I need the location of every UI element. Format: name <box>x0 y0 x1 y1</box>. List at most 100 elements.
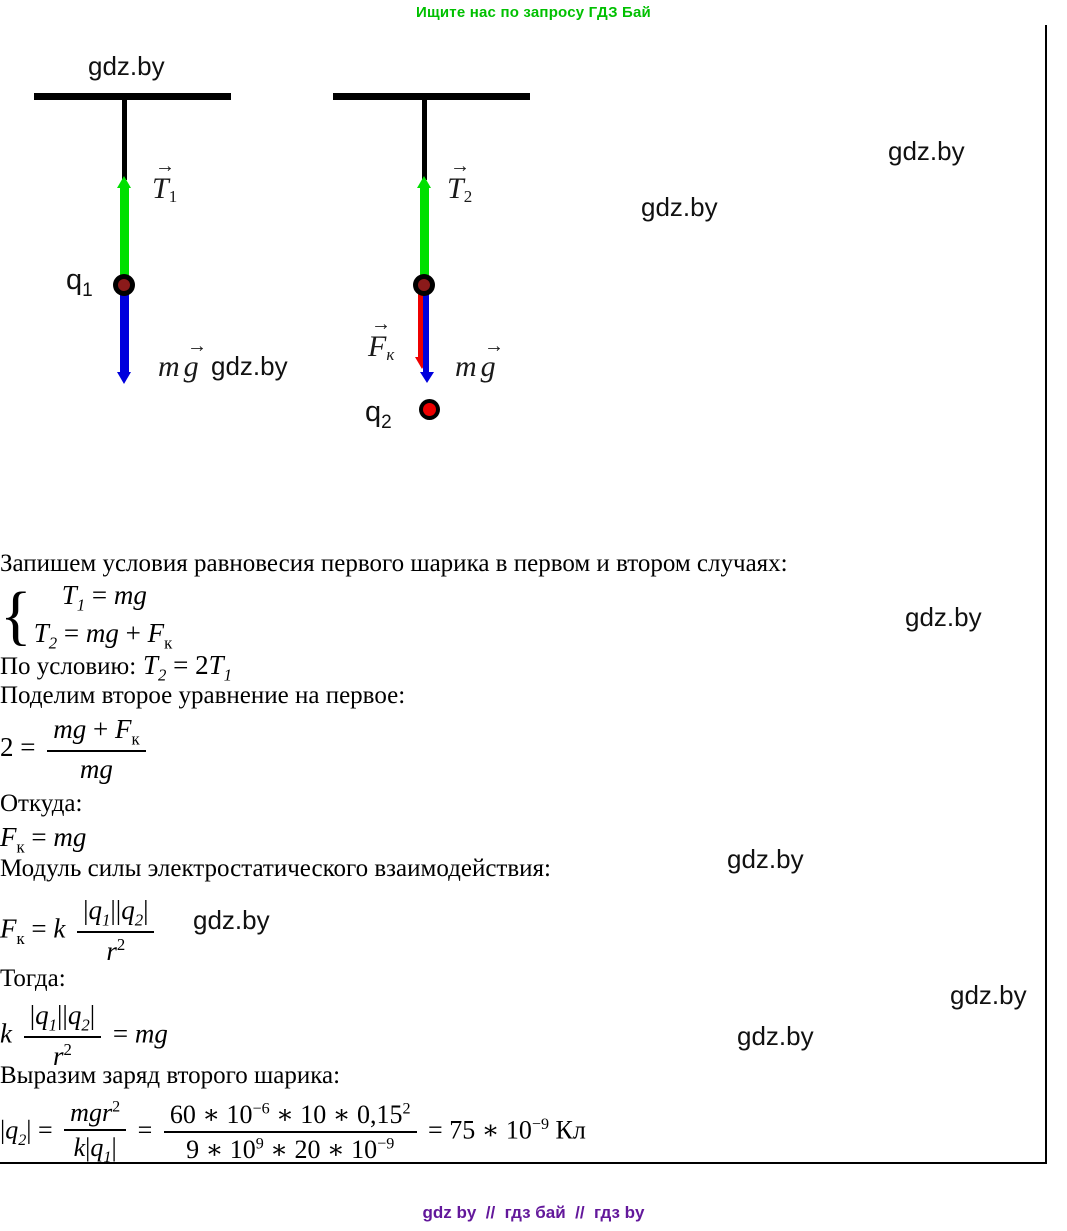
final-symbolic-denominator: k|q1| <box>64 1129 127 1167</box>
condition-coefficient: 2 <box>195 650 209 680</box>
whence-equation: Fк = mg <box>0 822 86 857</box>
tension-arrow-head-case2 <box>417 176 431 188</box>
condition-relation: = <box>173 650 189 680</box>
final-symbolic-numerator: mgr2 <box>64 1098 126 1129</box>
ceiling-support-case1 <box>34 93 231 100</box>
then-denominator: r2 <box>23 1036 102 1072</box>
weight-arrow-head-case1 <box>117 372 131 384</box>
coulomb-equation: Fк = k |q1||q2| r2 <box>0 895 159 967</box>
then-q2-sub: 2 <box>81 1015 90 1035</box>
coulomb-numerator: |q1||q2| <box>83 895 149 930</box>
ceiling-support-case2 <box>333 93 530 100</box>
eq1-rhs: mg <box>113 580 147 610</box>
coulomb-q2: q <box>121 895 135 925</box>
watermark-top-left: gdz.by <box>88 51 165 81</box>
whence-text: Откуда: <box>0 790 83 817</box>
tension-arrow-stem-case1 <box>120 186 129 287</box>
eq2-plus: + <box>125 617 141 648</box>
charge-label-case1: q1 <box>66 264 93 302</box>
final-numeric-den-b: ∗ 20 ∗ 10 <box>263 1135 378 1165</box>
final-numeric-den-a-exponent: 9 <box>255 1135 264 1153</box>
coulomb-r-exponent: 2 <box>116 935 126 955</box>
system-equation-1: T1 = mg <box>34 578 173 616</box>
then-relation: = <box>112 1018 129 1049</box>
weight-label-g-case1: g <box>183 350 199 383</box>
tension-label-symbol-case2: T <box>447 172 464 205</box>
coulomb-q1: q <box>88 895 103 925</box>
final-den-q1-sub: 1 <box>103 1149 112 1167</box>
condition-rhs: T <box>208 650 224 680</box>
coulomb-denominator: r2 <box>77 931 155 967</box>
coulomb-label-subscript: к <box>386 345 395 365</box>
then-q1-sub: 1 <box>48 1015 58 1035</box>
then-rhs: mg <box>134 1018 168 1049</box>
whence-lhs: F <box>0 822 17 852</box>
divide-num-b-sub: к <box>131 729 140 749</box>
final-equation: |q2| = mgr2 k|q1| = 60 ∗ 10−6 ∗ 10 ∗ 0,1… <box>0 1098 586 1167</box>
tension-label-subscript-case2: 2 <box>463 187 473 207</box>
vector-overbar-icon: → <box>155 155 175 177</box>
watermark-coulomb: gdz.by <box>193 905 270 935</box>
divide-equation: 2 = mg + Fк mg <box>0 714 151 785</box>
then-fraction: |q1||q2| r2 <box>23 1000 102 1072</box>
tension-label-symbol-case1: T <box>152 172 169 205</box>
then-q1: q <box>35 1000 49 1030</box>
system-equation-2: T2 = mg + Fк <box>34 616 173 654</box>
final-numeric-den-b-exponent: −9 <box>377 1135 395 1153</box>
eq1-lhs-sub: 1 <box>76 595 86 615</box>
then-constant: k <box>0 1018 12 1049</box>
coulomb-fraction: |q1||q2| r2 <box>77 895 155 967</box>
footer-links: gdz by // гдз бай // гдз by <box>422 1203 645 1222</box>
divide-lhs: 2 <box>0 731 14 762</box>
then-r: r <box>52 1041 64 1072</box>
system-equation-rows: T1 = mg T2 = mg + Fк <box>34 578 173 654</box>
vector-overbar-icon: → <box>484 335 504 357</box>
divide-numerator: mg + Fк <box>47 714 145 750</box>
watermark-right-upper: gdz.by <box>888 136 965 166</box>
string-case2 <box>422 100 427 180</box>
charge-symbol-case1: q <box>66 264 83 296</box>
final-relation-1: = <box>38 1115 53 1145</box>
divide-num-plus: + <box>92 714 109 744</box>
whence-rhs: mg <box>53 822 87 852</box>
page-frame-horizontal-rule <box>0 1162 1047 1164</box>
then-equation: k |q1||q2| r2 = mg <box>0 1000 168 1072</box>
vector-overbar-icon: → <box>371 313 391 335</box>
final-num-exponent: 2 <box>112 1098 121 1116</box>
divide-denominator: mg <box>47 750 146 785</box>
charge-subscript-case2: 2 <box>381 411 392 433</box>
then-numerator: |q1||q2| <box>29 1000 96 1035</box>
coulomb-q2-sub: 2 <box>134 910 144 930</box>
divide-num-a: mg <box>53 714 87 744</box>
solution-intro-text: Запишем условия равновесия первого шарик… <box>0 550 788 577</box>
then-text: Тогда: <box>0 965 66 992</box>
final-result-unit: Кл <box>555 1115 586 1145</box>
weight-arrow-head-case2 <box>420 372 434 383</box>
ball-core-case2 <box>418 279 430 291</box>
tension-label-case1: → T1 <box>152 156 177 207</box>
coulomb-relation: = <box>31 913 47 944</box>
divide-fraction: mg + Fк mg <box>47 714 146 785</box>
watermark-equations: gdz.by <box>905 602 982 632</box>
coulomb-force-label-case2: → Fк <box>368 314 395 365</box>
final-num-mgr: mgr <box>70 1098 113 1127</box>
final-relation-2: = <box>137 1115 153 1145</box>
string-case1 <box>122 100 127 180</box>
coulomb-constant: k <box>53 913 66 944</box>
coulomb-lhs: F <box>0 913 17 944</box>
final-numeric-num-a: 60 ∗ 10 <box>169 1100 253 1130</box>
final-symbolic-fraction: mgr2 k|q1| <box>64 1098 127 1167</box>
final-numeric-num-b-exponent: 2 <box>402 1100 411 1118</box>
eq1-lhs: T <box>61 580 77 610</box>
watermark-right-mid: gdz.by <box>641 192 718 222</box>
promo-header: Ищите нас по запросу ГДЗ Бай <box>416 4 651 21</box>
equilibrium-system: { T1 = mg T2 = mg + Fк <box>0 578 172 654</box>
coulomb-lhs-sub: к <box>16 928 25 948</box>
final-numeric-numerator: 60 ∗ 10−6 ∗ 10 ∗ 0,152 <box>164 1100 417 1131</box>
coulomb-q1-sub: 1 <box>102 910 111 930</box>
watermark-diagram-left: gdz.by <box>211 351 288 381</box>
eq2-rhs-b-sub: к <box>164 633 173 653</box>
tension-arrow-head-case1 <box>117 176 131 188</box>
divide-instruction-text: Поделим второе уравнение на первое: <box>0 682 406 709</box>
